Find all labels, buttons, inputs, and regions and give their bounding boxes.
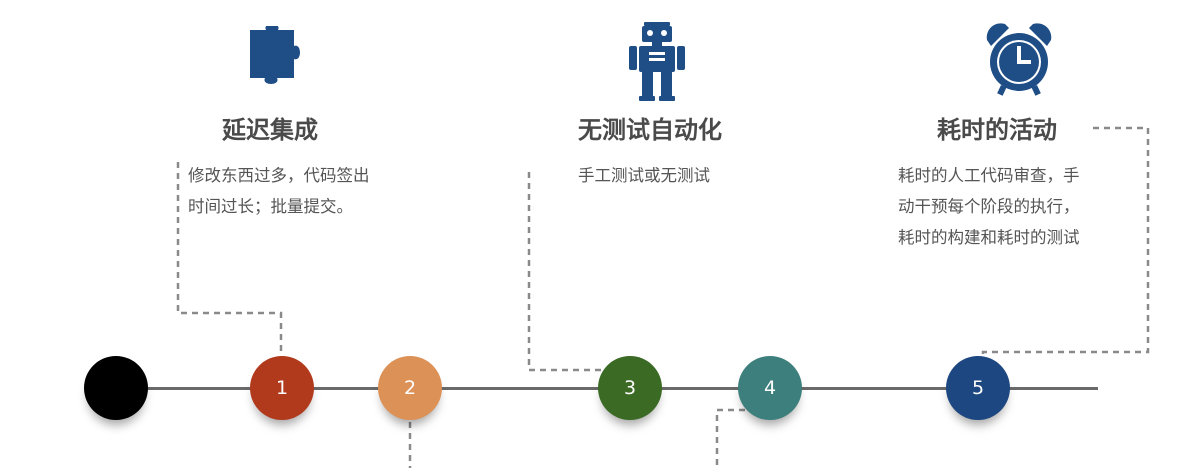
connector-node-4 xyxy=(715,408,745,468)
step-3-description: 手工测试或无测试 xyxy=(578,160,710,191)
desc-line: 动干预每个阶段的执行， xyxy=(898,197,1080,216)
timeline-node-4: 4 xyxy=(738,356,802,420)
timeline-node-5: 5 xyxy=(946,356,1010,420)
step-5-title: 耗时的活动 xyxy=(937,116,1057,144)
desc-line: 耗时的构建和耗时的测试 xyxy=(898,228,1080,247)
desc-line: 修改东西过多，代码签出 xyxy=(188,166,370,185)
alarm-clock-icon xyxy=(983,20,1055,96)
step-3-title: 无测试自动化 xyxy=(578,116,722,144)
timeline-node-3: 3 xyxy=(598,356,662,420)
connector-step-3 xyxy=(527,172,604,372)
step-1-title: 延迟集成 xyxy=(222,116,318,144)
timeline-node-start xyxy=(84,356,148,420)
connector-step-1 xyxy=(176,162,283,356)
desc-line: 耗时的人工代码审查，手 xyxy=(898,166,1080,185)
step-5-description: 耗时的人工代码审查，手 动干预每个阶段的执行， 耗时的构建和耗时的测试 xyxy=(898,160,1080,253)
timeline-node-1: 1 xyxy=(250,356,314,420)
puzzle-piece-icon xyxy=(246,24,318,94)
step-1-description: 修改东西过多，代码签出 时间过长；批量提交。 xyxy=(188,160,370,222)
desc-line: 手工测试或无测试 xyxy=(578,166,710,185)
connector-step-5 xyxy=(981,126,1150,358)
robot-icon xyxy=(627,20,687,102)
desc-line: 时间过长；批量提交。 xyxy=(188,197,353,216)
timeline-node-2: 2 xyxy=(378,356,442,420)
